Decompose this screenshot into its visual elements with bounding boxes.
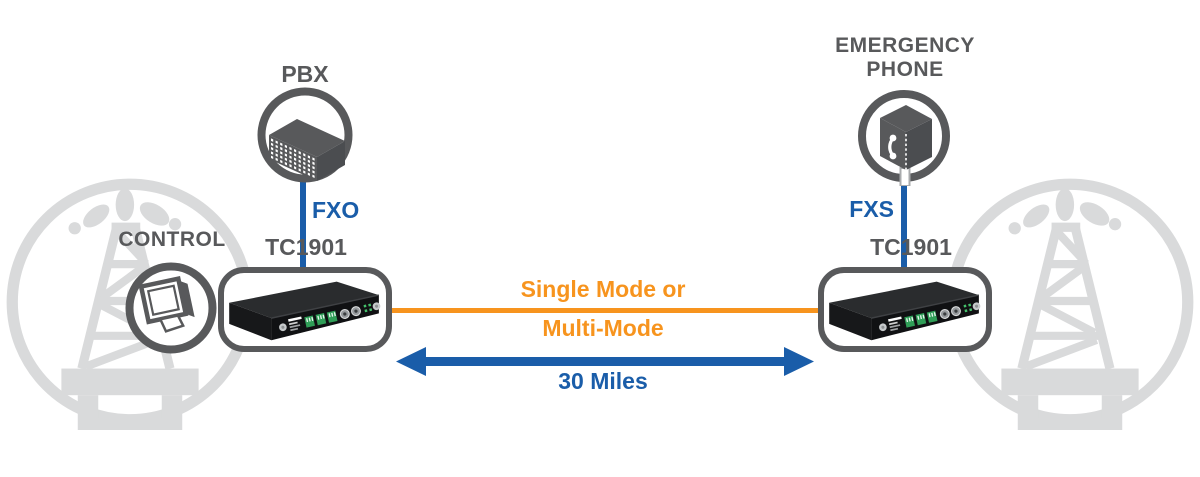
- tc1901-right-device: [818, 267, 992, 352]
- tc1901-left-label: TC1901: [265, 234, 347, 260]
- pbx-label: PBX: [281, 61, 329, 87]
- fxs-label: FXS: [849, 196, 894, 222]
- fxo-label: FXO: [312, 197, 360, 223]
- tc1901-right-label: TC1901: [870, 234, 952, 260]
- control-label: CONTROL: [118, 228, 226, 251]
- pbx-icon: [257, 87, 353, 183]
- fxs-connection-line: [901, 184, 907, 268]
- control-monitor-icon: [125, 262, 217, 354]
- fiber-mode-label-line2: Multi-Mode: [542, 315, 664, 341]
- emergency-phone-label-line1: EMERGENCY: [835, 34, 975, 57]
- emergency-phone-label-line2: PHONE: [866, 58, 944, 81]
- fiber-mode-label-line1: Single Mode or: [520, 276, 686, 302]
- fiber-link-line: [390, 308, 820, 313]
- tc1901-right-device-image: [828, 280, 983, 341]
- fxo-connection-line: [300, 180, 306, 268]
- distance-arrow: [396, 347, 814, 376]
- distance-label: 30 Miles: [558, 368, 648, 394]
- tc1901-left-device-image: [228, 280, 383, 341]
- tc1901-left-device: [218, 267, 392, 352]
- emergency-phone-icon: [858, 90, 950, 186]
